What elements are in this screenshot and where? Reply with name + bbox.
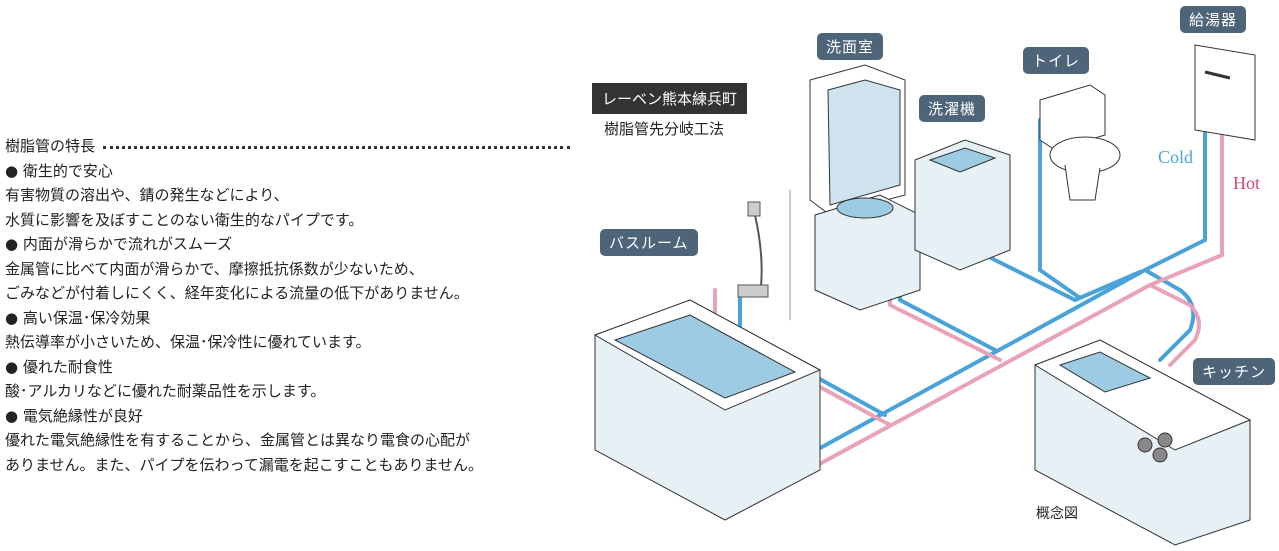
label-kitchen: キッチン — [1193, 358, 1276, 385]
feature-description: 金属管に比べて内面が滑らかで、摩擦抵抗係数が少ないため、 — [5, 259, 424, 278]
cold-label: Cold — [1158, 147, 1194, 167]
feature-title: ● 内面が滑らかで流れがスムーズ — [5, 235, 233, 253]
hot-label: Hot — [1233, 173, 1260, 193]
feature-title: ● 優れた耐食性 — [5, 357, 113, 376]
features-section: 樹脂管の特長 ● 衛生的で安心有害物質の溶出や、錆の発生などにより、水質に影響を… — [5, 134, 570, 477]
label-bathroom: バスルーム — [600, 229, 698, 256]
feature-title: ● 電気絶縁性が良好 — [5, 406, 143, 425]
bathtub-illustration — [593, 299, 822, 521]
feature-description: 熱伝導率が小さいため、保温･保冷性に優れています。 — [5, 333, 371, 351]
feature-title: ● 衛生的で安心 — [5, 161, 113, 180]
vanity-illustration — [809, 64, 921, 311]
feature-title: ● 高い保温･保冷効果 — [5, 308, 151, 327]
label-washroom: 洗面室 — [817, 33, 884, 60]
washer-illustration — [914, 139, 1011, 271]
label-water-heater: 給湯器 — [1180, 6, 1247, 33]
toilet-illustration — [1039, 84, 1121, 201]
shower-illustration — [737, 201, 769, 298]
feature-description: 優れた電気絶縁性を有することから、金属管とは異なり電食の心配が — [5, 431, 471, 449]
feature-description: 水質に影響を及ぼすことのない衛生的なパイプです。 — [5, 210, 364, 229]
features-heading-text: 樹脂管の特長 — [5, 137, 96, 155]
feature-description: ごみなどが付着しにくく、経年変化による流量の低下がありません。 — [5, 284, 469, 302]
kitchen-illustration — [1033, 339, 1252, 546]
feature-description: 有害物質の溶出や、錆の発生などにより、 — [5, 186, 289, 204]
features-heading: 樹脂管の特長 — [5, 134, 570, 159]
feature-description: 酸･アルカリなどに優れた耐薬品性を示します。 — [5, 382, 326, 400]
label-toilet: トイレ — [1023, 47, 1090, 74]
diagram-subtitle: 樹脂管先分岐工法 — [604, 120, 725, 138]
feature-description: ありません。また、パイプを伝わって漏電を起こすこともありません。 — [5, 455, 484, 474]
water-heater-illustration — [1194, 44, 1256, 141]
diagram-caption: 概念図 — [1036, 506, 1078, 522]
label-washer: 洗濯機 — [919, 95, 986, 122]
diagram-title: レーベン熊本練兵町 — [592, 83, 748, 114]
dotted-divider — [103, 145, 570, 149]
feature-list: ● 衛生的で安心有害物質の溶出や、錆の発生などにより、水質に影響を及ぼすことのな… — [5, 159, 570, 478]
